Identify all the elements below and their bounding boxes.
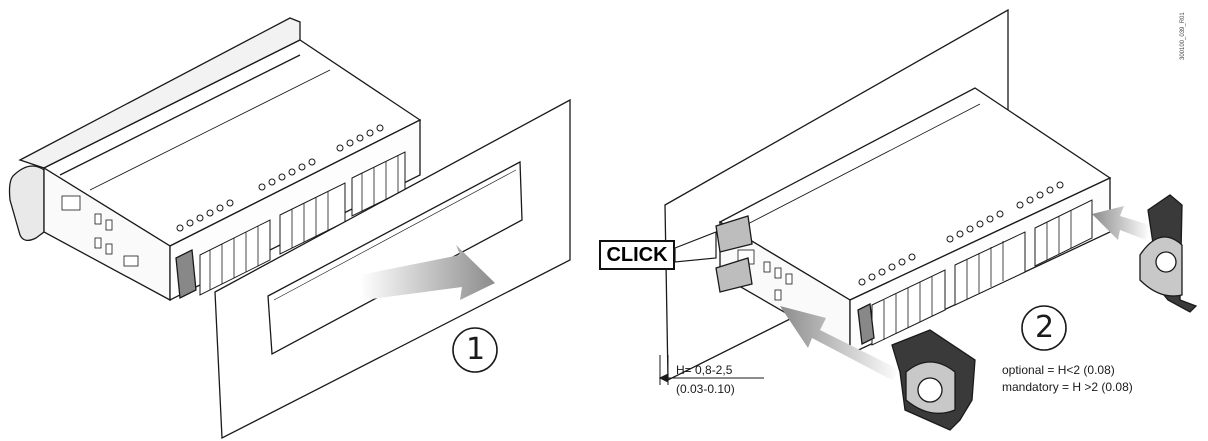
step2-label: 2: [1035, 310, 1055, 345]
bracket-arrow-upper: [1092, 206, 1150, 240]
insert-arrow-1: [360, 245, 495, 300]
step1-label: 1: [466, 332, 486, 367]
click-pointer: [674, 231, 717, 263]
fixing-bracket-lower: [891, 329, 976, 431]
thickness-dimension: [658, 355, 764, 385]
step2-circle: [1021, 305, 1067, 351]
thickness-mm-label: H= 0,8-2,5: [676, 363, 733, 377]
drawing-code: 300100_039_R01: [1180, 12, 1186, 60]
bracket-arrow-lower: [780, 306, 900, 380]
optional-note: optional = H<2 (0.08): [1002, 363, 1115, 377]
thickness-in-label: (0.03-0.10): [676, 382, 735, 396]
step1-circle: [452, 327, 498, 373]
fixing-bracket-upper: [1139, 194, 1198, 313]
device-left: [8, 17, 422, 302]
click-callout: CLICK: [599, 240, 675, 270]
device-right: [715, 87, 1112, 356]
mandatory-note: mandatory = H >2 (0.08): [1002, 380, 1133, 394]
